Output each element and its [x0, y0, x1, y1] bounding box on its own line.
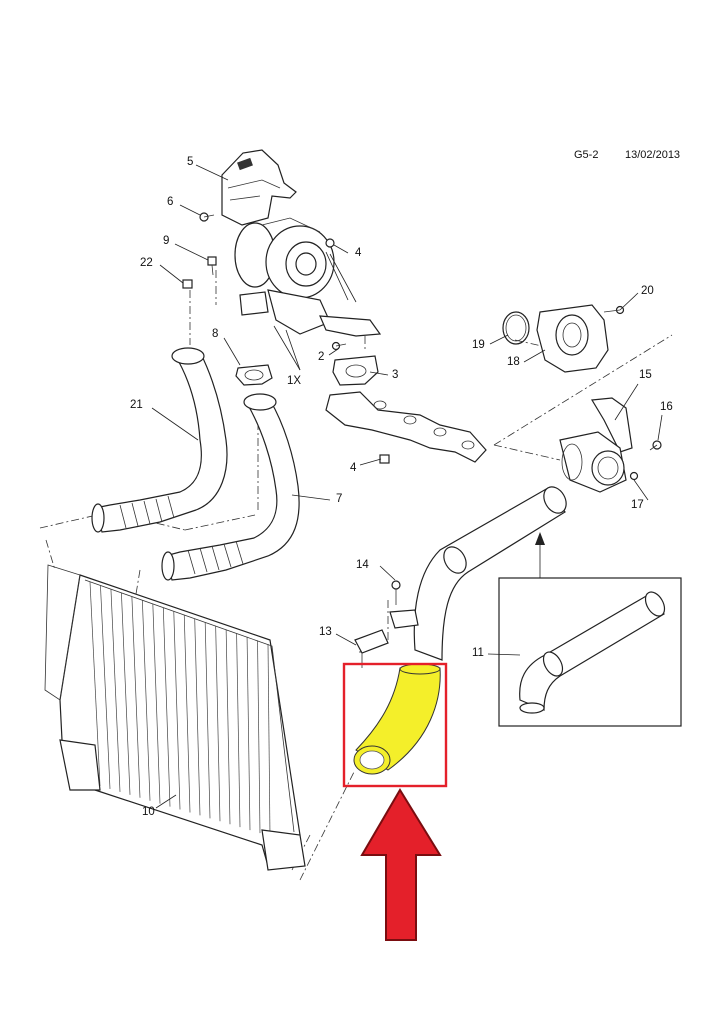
- hose-7: [161, 393, 300, 581]
- bolt-16: [649, 440, 662, 451]
- charge-pipe: [389, 486, 567, 661]
- intercooler-fin: [162, 607, 171, 807]
- intercooler-fins: [89, 581, 271, 837]
- callout-22: 22: [140, 257, 153, 269]
- callout-5: 5: [187, 156, 194, 168]
- callout-17: 17: [631, 499, 644, 511]
- hose-21: [91, 347, 228, 533]
- intercooler-fin: [236, 633, 241, 828]
- turbocharger: [234, 217, 382, 337]
- callout-16: 16: [660, 401, 673, 413]
- intake-pipe-bracket: [559, 397, 633, 493]
- callout-9: 9: [163, 235, 170, 247]
- leader-lines: [151, 164, 663, 809]
- gasket-3: [332, 355, 379, 386]
- intercooler-fin: [142, 600, 151, 801]
- intercooler-fin: [267, 643, 271, 837]
- bracket-13: [354, 629, 389, 668]
- intercooler-fin: [89, 581, 101, 787]
- diagram-code: G5-2: [574, 149, 599, 161]
- callout-3: 3: [392, 369, 399, 381]
- callout-11: 11: [472, 647, 484, 659]
- bolt-4-top: [325, 238, 335, 248]
- bolt-2: [331, 341, 347, 351]
- intercooler-fin: [110, 589, 121, 792]
- bolts: [182, 212, 662, 605]
- intercooler-fin: [257, 640, 261, 834]
- callout-7: 7: [336, 493, 343, 505]
- bolt-17: [629, 471, 639, 481]
- intercooler-fin: [183, 614, 191, 813]
- highlighted-hose: [342, 662, 448, 788]
- diagram-date: 13/02/2013: [625, 149, 681, 161]
- intercooler-fin: [173, 611, 181, 810]
- heat-shield: [221, 149, 297, 226]
- callout-1x: 1X: [287, 375, 302, 387]
- callout-6: 6: [167, 196, 174, 208]
- gasket-8: [235, 364, 273, 386]
- callout-15: 15: [639, 369, 652, 381]
- intercooler-fin: [246, 636, 251, 831]
- callout-21: 21: [130, 399, 143, 411]
- intercooler-fin: [204, 622, 211, 819]
- exhaust-manifold: [325, 391, 487, 463]
- red-arrow-up-icon: [360, 788, 442, 941]
- callout-10: 10: [142, 806, 155, 818]
- intercooler-fin: [100, 585, 111, 789]
- throttle-body: [536, 304, 609, 373]
- nut-4-bottom: [379, 454, 390, 464]
- highlight-box: [342, 662, 448, 788]
- intercooler-fin: [194, 618, 201, 816]
- intercooler-fin: [121, 592, 131, 795]
- bolt-14: [391, 580, 401, 605]
- intercooler-fin: [225, 629, 231, 825]
- callout-19: 19: [472, 339, 485, 351]
- callout-2: 2: [318, 351, 325, 363]
- callout-4-upper: 4: [355, 247, 362, 259]
- detail-inset: [498, 532, 682, 727]
- callout-14: 14: [356, 559, 369, 571]
- intercooler-fin: [131, 596, 141, 798]
- bolt-6: [199, 212, 215, 222]
- intercooler: [44, 564, 306, 871]
- intercooler-fin: [215, 625, 221, 822]
- nut-22: [182, 279, 193, 289]
- callout-13: 13: [319, 626, 332, 638]
- bolt-9: [207, 256, 217, 276]
- o-ring: [502, 311, 530, 345]
- intercooler-fin: [152, 603, 161, 804]
- callout-4-lower: 4: [350, 462, 357, 474]
- callout-20: 20: [641, 285, 654, 297]
- callout-8: 8: [212, 328, 219, 340]
- callout-18: 18: [507, 356, 520, 368]
